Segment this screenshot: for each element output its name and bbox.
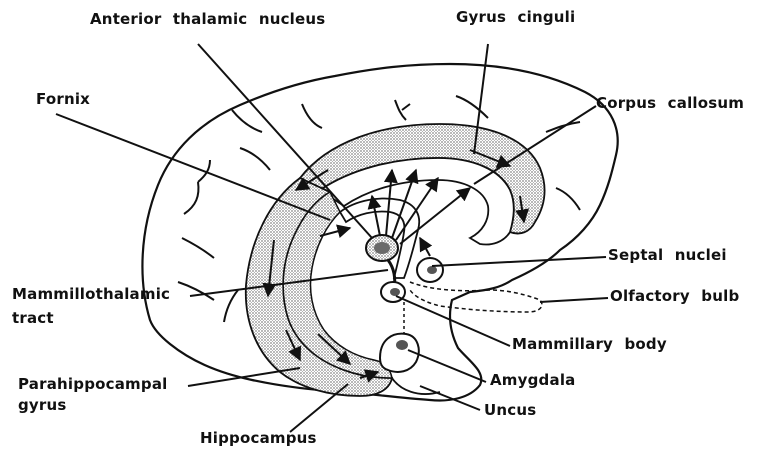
label-parahippocampal-gyrus-line2: gyrus bbox=[18, 398, 67, 414]
leader-parahippocampal bbox=[188, 368, 300, 386]
label-fornix: Fornix bbox=[36, 92, 90, 108]
label-mammillothalamic-tract-line1: Mammillothalamic bbox=[12, 287, 170, 303]
label-amygdala: Amygdala bbox=[490, 373, 575, 389]
label-mammillary-body: Mammillary body bbox=[512, 337, 667, 353]
label-gyrus-cinguli: Gyrus cinguli bbox=[456, 10, 575, 26]
label-corpus-callosum: Corpus callosum bbox=[596, 96, 744, 112]
label-parahippocampal-gyrus-line1: Parahippocampal bbox=[18, 377, 167, 393]
label-mammillothalamic-tract-line2: tract bbox=[12, 311, 54, 327]
label-olfactory-bulb: Olfactory bulb bbox=[610, 289, 739, 305]
label-anterior-thalamic-nucleus: Anterior thalamic nucleus bbox=[90, 12, 325, 28]
label-septal-nuclei: Septal nuclei bbox=[608, 248, 727, 264]
leader-uncus bbox=[420, 386, 480, 410]
leader-olfactory-bulb bbox=[540, 298, 608, 302]
leader-septal-nuclei bbox=[432, 257, 606, 266]
label-hippocampus: Hippocampus bbox=[200, 431, 317, 447]
label-uncus: Uncus bbox=[484, 403, 536, 419]
olfactory-bulb-shape bbox=[410, 282, 542, 312]
